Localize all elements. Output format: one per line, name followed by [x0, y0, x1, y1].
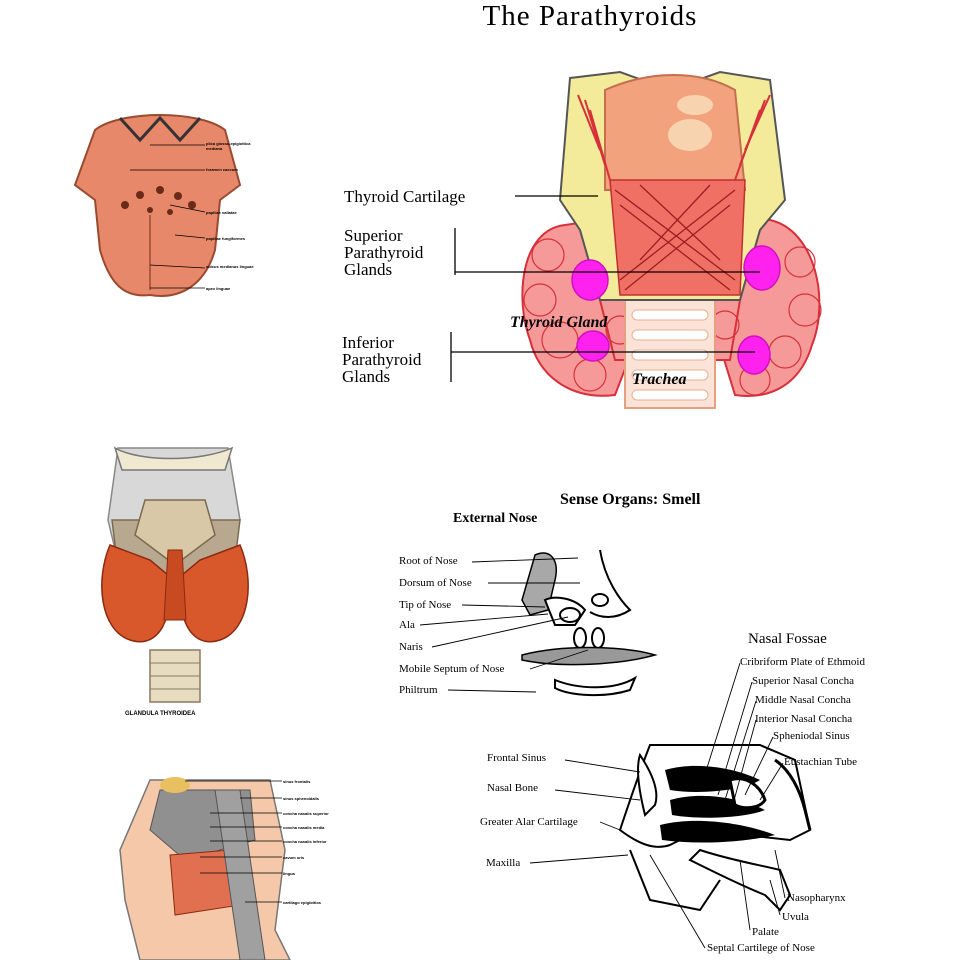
- trachea-shape: [624, 299, 716, 409]
- head-label-2: sinus sphenoidalis: [283, 796, 320, 801]
- tongue-label-1: plica glosso-epiglottica mediana: [206, 141, 251, 151]
- ext-nose-label-5: Naris: [399, 641, 423, 653]
- head-label-1: sinus frontalis: [283, 779, 311, 784]
- tongue-label-4: papillae fungiformes: [206, 236, 246, 241]
- page-title: The Parathyroids: [482, 0, 698, 32]
- fossae-right-label-5: Spheniodal Sinus: [773, 730, 850, 742]
- fossae-right-label-1: Cribriform Plate of Ethmoid: [740, 656, 865, 668]
- parathyroid-leaders: [450, 195, 760, 382]
- smell-heading: Sense Organs: Smell: [560, 491, 701, 508]
- fossae-right-label-6: Eustachian Tube: [784, 756, 858, 768]
- label-superior-2: Parathyroid: [344, 243, 424, 262]
- external-nose-heading: External Nose: [453, 511, 538, 526]
- head-label-4: concha nasalis media: [283, 825, 325, 830]
- head-label-6: cavum oris: [283, 855, 305, 860]
- ext-nose-label-4: Ala: [399, 619, 415, 631]
- gland-caption: GLANDULA THYROIDEA: [125, 711, 196, 717]
- parathyroid-glands: [571, 245, 781, 375]
- label-trachea: Trachea: [632, 371, 687, 388]
- head-label-5: concha nasalis inferior: [283, 839, 327, 844]
- head-label-7: lingua: [283, 871, 295, 876]
- tongue-label-3: papillae vallatae: [206, 210, 237, 215]
- ext-nose-label-3: Tip of Nose: [399, 599, 452, 611]
- ext-nose-label-6: Mobile Septum of Nose: [399, 663, 505, 675]
- nasal-fossae-heading: Nasal Fossae: [748, 631, 827, 647]
- fossae-bottom-label-1: Nasopharynx: [787, 892, 846, 904]
- thyroid-cartilage-shape: [558, 70, 787, 301]
- fossae-right-label-2: Superior Nasal Concha: [752, 675, 855, 687]
- label-thyroid-gland: Thyroid Gland: [510, 314, 608, 331]
- tongue-label-2: foramen caecum: [206, 167, 238, 172]
- fossae-left-label-4: Maxilla: [486, 857, 521, 869]
- tongue-label-5: sulcus medianus linguae: [206, 264, 254, 269]
- label-inferior-3: Glands: [342, 367, 391, 386]
- fossae-right-label-3: Middle Nasal Concha: [755, 694, 851, 706]
- fossae-bottom-label-2: Uvula: [782, 911, 809, 923]
- ext-nose-label-1: Root of Nose: [399, 555, 458, 567]
- fossae-left-label-1: Frontal Sinus: [487, 752, 546, 764]
- head-label-3: concha nasalis superior: [283, 811, 329, 816]
- fossae-bottom-label-3: Palate: [752, 926, 779, 938]
- fossae-left-label-3: Greater Alar Cartilage: [480, 816, 578, 828]
- fossae-bottom-label-4: Septal Cartilege of Nose: [707, 942, 815, 954]
- label-superior-3: Glands: [344, 260, 393, 279]
- tongue-label-6: apex linguae: [206, 286, 231, 291]
- fossae-right-label-4: Interior Nasal Concha: [755, 713, 853, 725]
- label-inferior-1: Inferior: [342, 333, 394, 352]
- label-inferior-2: Parathyroid: [342, 350, 422, 369]
- fossae-left-label-2: Nasal Bone: [487, 782, 539, 794]
- label-thyroid-cartilage: Thyroid Cartilage: [344, 187, 466, 206]
- label-superior-1: Superior: [344, 226, 403, 245]
- ext-nose-label-7: Philtrum: [399, 684, 438, 696]
- head-label-8: cartilago epiglottica: [283, 900, 321, 905]
- ext-nose-label-2: Dorsum of Nose: [399, 577, 472, 589]
